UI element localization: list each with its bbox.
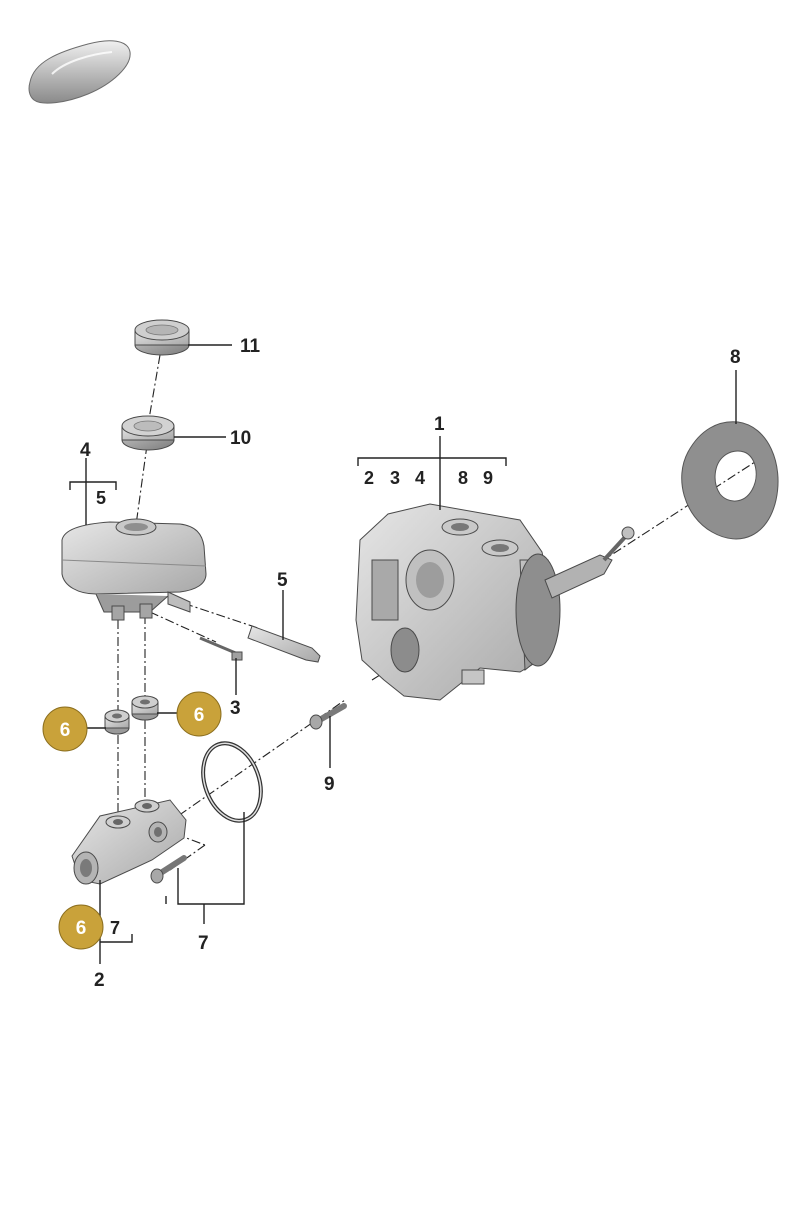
leader-lines (69, 344, 737, 964)
car-silhouette-icon (28, 40, 131, 104)
part-11-reservoir-cap[interactable] (134, 319, 190, 356)
part-3-pin[interactable] (199, 636, 243, 661)
label-5: 5 (277, 570, 288, 591)
label-2: 2 (94, 970, 105, 991)
label-1-sub-8: 8 (458, 468, 468, 488)
part-7-bolt[interactable] (150, 855, 187, 884)
badge-6-right-text: 6 (194, 705, 205, 726)
part-6-seal-left[interactable] (104, 709, 130, 735)
label-2-sub-7: 7 (110, 918, 120, 938)
label-1-sub-2: 2 (364, 468, 374, 488)
label-11: 11 (240, 336, 261, 357)
part-2-brake-master-cylinder[interactable] (71, 799, 187, 885)
badge-6-bottom[interactable]: 6 (58, 904, 104, 950)
badge-6-left[interactable]: 6 (42, 706, 88, 752)
badge-6-right[interactable]: 6 (176, 691, 222, 737)
part-9-bolt[interactable] (309, 703, 347, 730)
badge-6-left-text: 6 (60, 720, 71, 741)
label-1-sub-3: 3 (390, 468, 400, 488)
part-8-gasket-plate[interactable] (681, 421, 779, 540)
label-10: 10 (230, 428, 251, 449)
label-4: 4 (80, 440, 91, 461)
part-10-reservoir-cap[interactable] (121, 415, 175, 451)
part-1-brake-booster-assembly[interactable] (355, 503, 635, 701)
label-3: 3 (230, 698, 241, 719)
part-4-brake-fluid-reservoir[interactable] (61, 518, 207, 621)
label-1-sub-4: 4 (415, 468, 425, 488)
part-6-seal-right[interactable] (131, 695, 159, 721)
label-8: 8 (730, 347, 741, 368)
badge-6-bottom-text: 6 (76, 918, 87, 939)
label-4-sub-5: 5 (96, 488, 106, 508)
part-7-o-ring[interactable] (193, 735, 271, 829)
label-9: 9 (324, 774, 335, 795)
part-5-connector[interactable] (247, 625, 321, 663)
label-1: 1 (434, 414, 445, 435)
label-7: 7 (198, 933, 209, 954)
label-1-sub-9: 9 (483, 468, 493, 488)
